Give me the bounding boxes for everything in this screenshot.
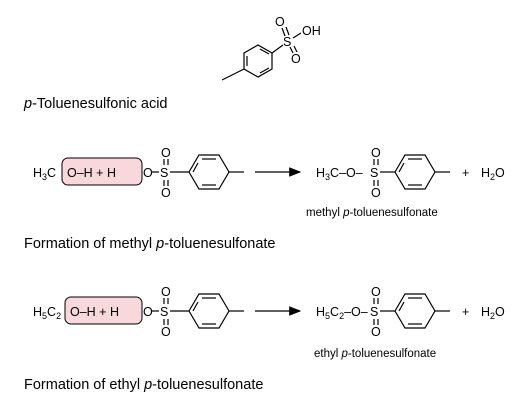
- reaction-1-caption: Formation of methyl p-toluenesulfonate: [24, 236, 276, 252]
- product-benzene-ring: [394, 154, 436, 190]
- hydroxyl-group: OH: [302, 24, 321, 38]
- reaction-1: H3C O–H + H O S O O H3C–O– S O O + H2O m…: [33, 146, 505, 219]
- product-sulfur: S: [370, 305, 378, 319]
- alkyl-h: H: [33, 166, 42, 180]
- benzene-ring: [188, 293, 230, 329]
- product-alkyl-sub: 3: [325, 172, 330, 182]
- product-name-pre: methyl: [306, 207, 343, 219]
- product-alkyl-rest: –O–: [344, 305, 368, 319]
- reaction-2-caption: Formation of ethyl p-toluenesulfonate: [24, 377, 263, 393]
- product-name-italic: p: [342, 207, 350, 219]
- product-oxygen-top: O: [371, 285, 381, 299]
- oxygen-atom-top: O: [275, 15, 285, 29]
- product-alkyl-c: C: [330, 305, 339, 319]
- caption-pre: Formation of ethyl: [24, 377, 144, 393]
- ptsa-caption: p-Toluenesulfonic acid: [23, 96, 168, 112]
- reaction-2: H5C2 O–H + H O S O O H5C2–O– S O O + H2O…: [33, 285, 505, 360]
- sulfur-atom: S: [160, 166, 168, 180]
- product-name-post: -toluenesulfonate: [349, 207, 437, 219]
- reacting-groups: O–H + H: [70, 305, 119, 319]
- methyl-bond: [221, 68, 245, 81]
- water-sub: 2: [490, 311, 495, 321]
- water-h: H: [481, 305, 490, 319]
- oxygen-atom-bottom: O: [291, 52, 301, 66]
- linking-oxygen: O: [143, 305, 153, 319]
- water: H2O: [481, 305, 505, 321]
- ring-s-bond: [271, 44, 284, 54]
- water: H2O: [481, 166, 505, 182]
- alkyl-h: H: [33, 305, 42, 319]
- alkyl-c: C: [47, 166, 56, 180]
- oxygen-atom-top: O: [161, 146, 171, 160]
- sulfur-atom: S: [283, 35, 291, 49]
- sulfur-atom: S: [160, 305, 168, 319]
- product-alkyl: H3C–O–: [316, 166, 363, 182]
- product-alkyl-rest: C–O–: [330, 166, 363, 180]
- product-oxygen-bottom: O: [371, 325, 381, 339]
- water-o: O: [495, 305, 505, 319]
- reacting-groups: O–H + H: [67, 166, 116, 180]
- oxygen-atom-bottom: O: [161, 186, 171, 200]
- ptsa-structure: S O O OH: [221, 15, 321, 81]
- plus-sign: +: [462, 166, 469, 180]
- reacting-groups-highlight: [61, 157, 143, 186]
- oxygen-atom-top: O: [161, 285, 171, 299]
- alkyl-c: C: [47, 305, 56, 319]
- product-name: methyl p-toluenesulfonate: [306, 207, 438, 219]
- linking-oxygen: O: [143, 166, 153, 180]
- product-sulfur: S: [370, 166, 378, 180]
- methyl-group: H3C: [33, 166, 56, 182]
- caption-pre: Formation of methyl: [24, 236, 156, 252]
- caption-post: -toluenesulfonate: [164, 236, 275, 252]
- reacting-groups-highlight: [64, 296, 143, 325]
- water-o: O: [495, 166, 505, 180]
- caption-text: -Toluenesulfonic acid: [32, 96, 167, 112]
- product-oxygen-bottom: O: [371, 186, 381, 200]
- product-alkyl-h: H: [316, 305, 325, 319]
- product-oxygen-top: O: [371, 146, 381, 160]
- plus-sign: +: [462, 305, 469, 319]
- product-alkyl: H5C2–O–: [316, 305, 368, 321]
- oxygen-atom-bottom: O: [161, 325, 171, 339]
- product-name-post: -toluenesulfonate: [348, 348, 436, 360]
- product-alkyl-sub-2: 2: [339, 311, 344, 321]
- product-alkyl-h: H: [316, 166, 325, 180]
- water-sub: 2: [490, 172, 495, 182]
- product-name-italic: p: [341, 348, 349, 360]
- ethyl-group: H5C2: [33, 305, 61, 321]
- product-name-pre: ethyl: [314, 348, 342, 360]
- caption-italic: p: [143, 377, 152, 393]
- product-benzene-ring: [394, 293, 436, 329]
- water-h: H: [481, 166, 490, 180]
- caption-italic-p: p: [23, 96, 32, 112]
- alkyl-sub: 3: [42, 172, 47, 182]
- alkyl-sub-1: 5: [42, 311, 47, 321]
- product-name: ethyl p-toluenesulfonate: [314, 348, 436, 360]
- caption-italic: p: [155, 236, 164, 252]
- benzene-ring: [243, 44, 273, 78]
- caption-post: -toluenesulfonate: [152, 377, 263, 393]
- benzene-ring: [188, 154, 230, 190]
- alkyl-sub-2: 2: [56, 311, 61, 321]
- product-alkyl-sub-1: 5: [325, 311, 330, 321]
